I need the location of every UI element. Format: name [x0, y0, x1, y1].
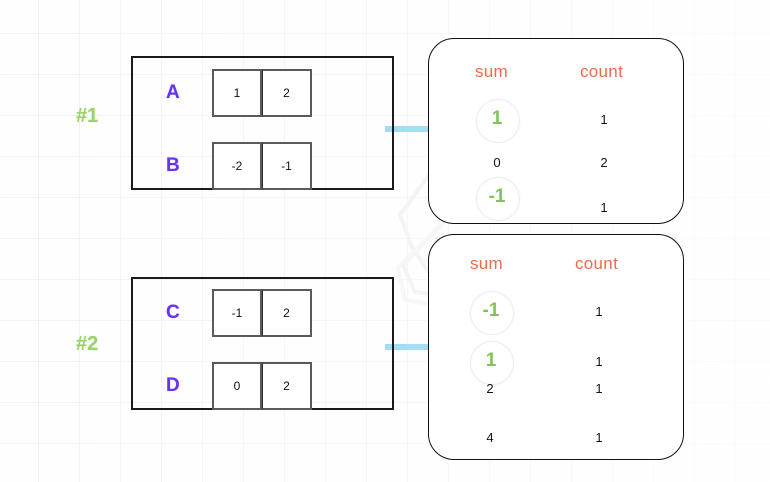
- aggregate-2-header-sum: sum: [470, 254, 504, 273]
- row-label-c: C: [166, 302, 180, 323]
- cell-c-0: -1: [212, 289, 262, 337]
- aggregate-2-row-2-count: 1: [595, 354, 603, 369]
- cell-a-1: 2: [262, 69, 312, 117]
- aggregate-box-1: [428, 38, 684, 224]
- aggregate-2-row-3-count: 1: [595, 381, 603, 396]
- aggregate-2-row-2-sum: 1: [485, 350, 497, 371]
- aggregate-1-header-sum: sum: [475, 62, 509, 81]
- aggregate-1-row-2-sum: 0: [493, 155, 501, 170]
- cell-d-1: 2: [262, 362, 312, 410]
- cell-d-0: 0: [212, 362, 262, 410]
- highlight-ring-agg2-row2: [470, 341, 514, 385]
- cell-b-0: -2: [212, 142, 262, 190]
- row-cells-b: -2 -1: [212, 142, 312, 190]
- cell-b-1: -1: [262, 142, 312, 190]
- aggregate-box-2: [428, 234, 684, 460]
- aggregate-2-row-1-count: 1: [595, 304, 603, 319]
- aggregate-1-row-3-sum: -1: [488, 186, 506, 207]
- cell-a-0: 1: [212, 69, 262, 117]
- aggregate-1-header-count: count: [580, 62, 624, 81]
- row-cells-a: 1 2: [212, 69, 312, 117]
- group-tag-1: #1: [76, 105, 99, 127]
- aggregate-1-row-1-count: 1: [600, 112, 608, 127]
- aggregate-1-row-1-sum: 1: [491, 108, 503, 129]
- highlight-ring-agg2-row1: [470, 291, 514, 335]
- row-label-a: A: [166, 82, 180, 103]
- aggregate-1-row-3-count: 1: [600, 200, 608, 215]
- aggregate-2-row-1-sum: -1: [482, 300, 500, 321]
- aggregate-2-row-3-sum: 2: [486, 381, 494, 396]
- row-label-d: D: [166, 375, 180, 396]
- cell-c-1: 2: [262, 289, 312, 337]
- highlight-ring-agg1-row1: [476, 99, 520, 143]
- aggregate-1-row-2-count: 2: [600, 155, 608, 170]
- aggregate-2-header-count: count: [575, 254, 619, 273]
- row-label-b: B: [166, 155, 180, 176]
- row-cells-c: -1 2: [212, 289, 312, 337]
- highlight-ring-agg1-row3: [476, 177, 520, 221]
- group-tag-2: #2: [76, 333, 99, 355]
- aggregate-2-row-4-sum: 4: [486, 430, 494, 445]
- row-cells-d: 0 2: [212, 362, 312, 410]
- aggregate-2-row-4-count: 1: [595, 430, 603, 445]
